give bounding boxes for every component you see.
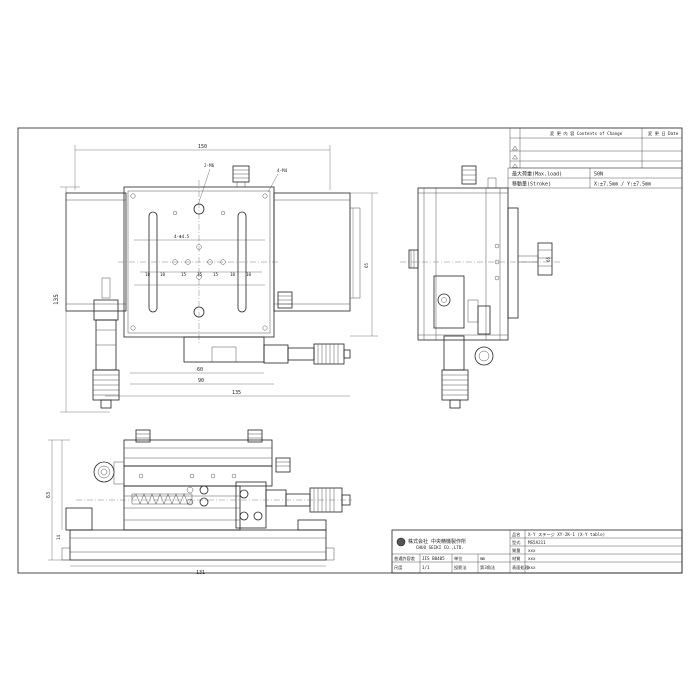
side-right-knob <box>537 242 553 276</box>
dim-top-width: 150 <box>198 144 207 150</box>
revision-mark-icon <box>512 154 518 160</box>
dim-width-90: 90 <box>198 378 204 384</box>
dim-right-height: 65 <box>364 262 369 268</box>
scale-label: 尺度 <box>394 564 403 571</box>
dim-width-135: 135 <box>232 390 241 396</box>
dim-row-10c: 10 <box>230 272 236 277</box>
front-view: 63 14 131 <box>46 429 352 576</box>
dim-4m4: 4-M4 <box>277 168 288 173</box>
dim-height-135: 135 <box>53 294 60 305</box>
weight-value: xxx <box>528 548 536 553</box>
dim-row-10d: 10 <box>246 272 252 277</box>
company-logo-icon <box>396 537 406 547</box>
revision-content-header: 変 更 内 容 Contents of Change <box>550 130 623 137</box>
top-view: 150 2-M6 4-M4 <box>53 144 378 413</box>
unit-label: 単位 <box>454 555 462 562</box>
tolerance-label: 普通許容差 <box>394 555 415 562</box>
revision-mark-icon <box>512 145 518 151</box>
side-screw-icon <box>474 346 494 366</box>
dim-right-small: 65 <box>546 256 551 262</box>
base-plate <box>69 529 327 561</box>
material-value: xxx <box>528 556 536 561</box>
projection-label: 投影法 <box>454 564 467 571</box>
projection-value: 第3角法 <box>480 564 495 571</box>
drawing-border <box>17 127 683 574</box>
dim-row-10a: 10 <box>145 272 151 277</box>
stroke-value: X:±7.5mm / Y:±7.5mm <box>594 182 651 188</box>
tolerance-value: JIS B0405 <box>422 556 445 561</box>
name-label: 品名 <box>512 531 520 538</box>
max-load-value: 50N <box>594 172 603 178</box>
max-load-label: 最大荷重(Max.load) <box>512 171 562 178</box>
weight-label: 質量 <box>512 547 520 554</box>
dim-row-15c: 15 <box>213 272 219 277</box>
revision-date-header: 変 更 日 Date <box>648 130 679 137</box>
dim-row-15b: 15 <box>197 272 203 277</box>
finish-label: 表面処理 <box>512 564 530 571</box>
scale-value: 1/1 <box>422 565 430 570</box>
right-side-view: 65 <box>400 165 560 409</box>
company-name-en: CHUO SEIKI CO.,LTD. <box>416 545 464 550</box>
right-slot <box>237 211 247 313</box>
revision-mark-icon <box>512 163 518 168</box>
clamp-screw-icon <box>437 293 451 307</box>
dim-row-10b: 10 <box>160 272 166 277</box>
micrometer-sleeve <box>287 347 315 361</box>
dim-hole-dia: 4-Φ4.5 <box>174 234 190 239</box>
model-label: 型式 <box>512 539 521 545</box>
specs-table: 最大荷重(Max.load) 50N 移動量(Stroke) X:±7.5mm … <box>507 167 683 189</box>
dim-row-15a: 15 <box>181 272 187 277</box>
dim-side-height: 63 <box>46 492 52 498</box>
title-block: 株式会社 中央精機製作所 CHUO SEIKI CO.,LTD. 普通許容差 J… <box>391 529 683 574</box>
company-name: 株式会社 中央精機製作所 <box>408 538 466 545</box>
dim-side-base: 131 <box>196 570 205 576</box>
material-label: 材質 <box>512 555 520 562</box>
front-left-knob-icon <box>93 461 115 483</box>
revision-table: 変 更 内 容 Contents of Change 変 更 日 Date <box>509 127 683 169</box>
dim-side-small: 14 <box>56 534 61 540</box>
dim-2m6: 2-M6 <box>204 163 215 168</box>
model-value: MS5A211 <box>528 540 546 545</box>
stroke-label: 移動量(Stroke) <box>512 181 551 188</box>
name-value: X-Y ステージ XY-2K-1 (X-Y table) <box>528 532 605 538</box>
finish-value: xxx <box>528 565 536 570</box>
dim-width-60: 60 <box>197 367 203 373</box>
unit-value: mm <box>480 556 486 561</box>
micrometer-thimble-icon <box>313 343 345 365</box>
